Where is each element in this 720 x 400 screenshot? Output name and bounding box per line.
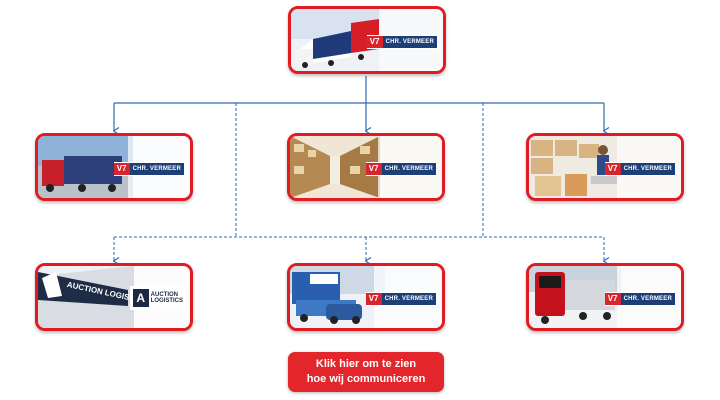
card-red-truck[interactable]: V7 CHR. VERMEER xyxy=(526,263,684,331)
vermeer-logo-mark: V7 xyxy=(366,36,383,48)
vermeer-logo-text: CHR. VERMEER xyxy=(132,166,181,172)
vermeer-logo-mark: V7 xyxy=(604,163,621,175)
card-warehouse[interactable]: V7 CHR. VERMEER xyxy=(287,133,445,201)
vermeer-logo-text: CHR. VERMEER xyxy=(384,166,433,172)
vermeer-logo-mark: V7 xyxy=(604,293,621,305)
vermeer-logo-text: CHR. VERMEER xyxy=(385,39,434,45)
vermeer-logo-text: CHR. VERMEER xyxy=(623,166,672,172)
card-service-vehicles[interactable]: V7 CHR. VERMEER xyxy=(287,263,445,331)
cta-line2: hoe wij communiceren xyxy=(306,373,426,385)
card-top-trucks[interactable]: V7 CHR. VERMEER xyxy=(288,6,446,74)
cta-line1: Klik hier om te zien xyxy=(315,358,417,371)
communicate-cta-button[interactable]: Klik hier om te zien hoe wij communicere… xyxy=(288,352,444,392)
vermeer-logo: V7 CHR. VERMEER xyxy=(604,162,675,176)
vermeer-logo-text: CHR. VERMEER xyxy=(384,296,433,302)
vermeer-logo: V7 CHR. VERMEER xyxy=(604,292,675,306)
auction-logo-line2: LOGISTICS xyxy=(150,298,183,304)
vermeer-logo: V7 CHR. VERMEER xyxy=(365,162,436,176)
auction-logo-line1: AUCTION xyxy=(150,291,178,298)
auction-logo-mark: A xyxy=(132,289,149,307)
vermeer-logo-text: CHR. VERMEER xyxy=(623,296,672,302)
vermeer-logo-mark: V7 xyxy=(113,163,130,175)
vermeer-logo-mark: V7 xyxy=(365,163,382,175)
card-transport[interactable]: V7 CHR. VERMEER xyxy=(35,133,193,201)
vermeer-logo: V7 CHR. VERMEER xyxy=(366,35,437,49)
vermeer-logo: V7 CHR. VERMEER xyxy=(113,162,184,176)
vermeer-logo: V7 CHR. VERMEER xyxy=(365,292,436,306)
vermeer-logo-mark: V7 xyxy=(365,293,382,305)
card-logistics-worker[interactable]: V7 CHR. VERMEER xyxy=(526,133,684,201)
